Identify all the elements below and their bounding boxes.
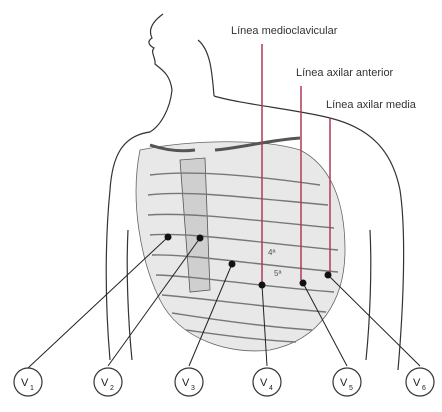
guide-label-anterior-axillary: Línea axilar anterior xyxy=(296,67,394,79)
svg-text:1: 1 xyxy=(30,385,34,392)
lead-v6: V 6 xyxy=(406,368,434,396)
guide-label-mid-axillary: Línea axilar media xyxy=(326,99,417,111)
lead-v2: V 2 xyxy=(94,368,122,396)
svg-text:V: V xyxy=(260,377,268,389)
svg-text:6: 6 xyxy=(422,385,426,392)
lead-v5: V 5 xyxy=(333,368,361,396)
electrode-v6 xyxy=(325,272,332,279)
electrode-v1 xyxy=(165,234,172,241)
lead-v3: V 3 xyxy=(175,368,203,396)
electrode-v2 xyxy=(197,235,204,242)
svg-text:2: 2 xyxy=(110,385,114,392)
svg-text:V: V xyxy=(21,377,29,389)
svg-text:5: 5 xyxy=(349,385,353,392)
electrode-v4 xyxy=(259,282,266,289)
electrode-v3 xyxy=(229,261,236,268)
lead-v1: V 1 xyxy=(14,368,42,396)
rib-label-fourth: 4ª xyxy=(268,248,275,257)
svg-text:V: V xyxy=(413,377,421,389)
rib-label-fifth: 5ª xyxy=(274,269,281,278)
svg-text:V: V xyxy=(182,377,190,389)
svg-text:V: V xyxy=(340,377,348,389)
svg-text:4: 4 xyxy=(269,385,273,392)
lead-v4: V 4 xyxy=(253,368,281,396)
electrode-v5 xyxy=(300,280,307,287)
svg-text:3: 3 xyxy=(191,385,195,392)
guide-label-midclavicular: Línea medioclavicular xyxy=(231,25,338,37)
svg-text:V: V xyxy=(101,377,109,389)
